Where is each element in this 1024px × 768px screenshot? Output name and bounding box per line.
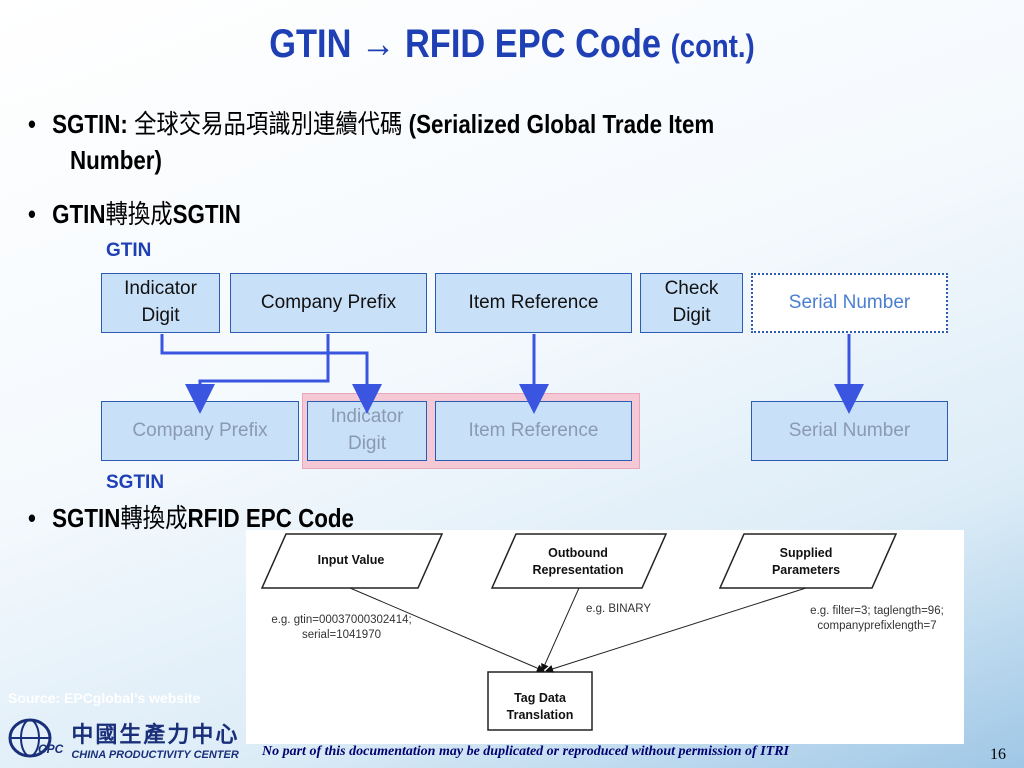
- gtin-label: GTIN: [106, 240, 152, 261]
- cpc-globe-icon: [8, 718, 52, 758]
- translation-shape: [487, 671, 593, 731]
- source-caption: Source: EPCglobal’s website: [8, 690, 201, 706]
- supplied-label: Supplied Parameters: [771, 546, 841, 577]
- page-number: 16: [990, 746, 1006, 763]
- cpc-mark: CPC: [38, 742, 64, 756]
- supplied-shape: [718, 533, 898, 589]
- input-value-example: e.g. gtin=00037000302414; serial=1041970: [271, 614, 412, 641]
- indicator-digit-arrow: [160, 334, 382, 414]
- cpc-logo: CPC 中國生產力中心 CHINA PRODUCTIVITY CENTER: [6, 716, 239, 762]
- bullet-sgtin-definition: •SGTIN: 全球交易品項識別連續代碼 (Serialized Global …: [28, 109, 715, 140]
- gtin-item-reference-box: Item Reference: [435, 273, 632, 333]
- title-main: GTIN → RFID EPC Code: [269, 22, 662, 66]
- gtin-indicator-digit-box: Indicator Digit: [101, 273, 220, 333]
- input-value-label: Input Value: [317, 553, 385, 567]
- flow-shapes: [260, 533, 898, 731]
- bullet-gtin-to-sgtin: •GTIN轉換成SGTIN: [28, 199, 241, 230]
- gtin-check-digit-box: Check Digit: [640, 273, 743, 333]
- sgtin-label: SGTIN: [106, 472, 165, 493]
- company-prefix-arrow: [185, 334, 330, 414]
- gtin-serial-number-box: Serial Number: [751, 273, 948, 333]
- sgtin-serial-number-box: Serial Number: [751, 401, 948, 461]
- cpc-chinese-name: 中國生產力中心: [71, 723, 240, 748]
- supplied-example: e.g. filter=3; taglength=96; companypref…: [810, 605, 944, 632]
- sgtin-indicator-digit-box: Indicator Digit: [307, 401, 427, 461]
- tag-data-translation-flow: Input Value Outbound Representation Supp…: [246, 530, 964, 744]
- outbound-example: e.g. BINARY: [586, 603, 651, 615]
- slide-title: GTIN → RFID EPC Code (cont.): [72, 22, 953, 67]
- input-value-shape: [260, 533, 444, 589]
- copyright-notice: No part of this documentation may be dup…: [262, 744, 789, 759]
- bullet-sgtin-definition-line2: Number): [70, 145, 162, 175]
- translation-label: Tag Data Translation: [506, 691, 574, 722]
- outbound-shape: [490, 533, 668, 589]
- outbound-label: Outbound Representation: [532, 546, 624, 577]
- bullet-sgtin-to-epc: •SGTIN轉換成RFID EPC Code: [28, 503, 354, 534]
- title-suffix: (cont.): [670, 28, 755, 64]
- gtin-company-prefix-box: Company Prefix: [230, 273, 427, 333]
- cpc-english-name: CHINA PRODUCTIVITY CENTER: [71, 749, 239, 761]
